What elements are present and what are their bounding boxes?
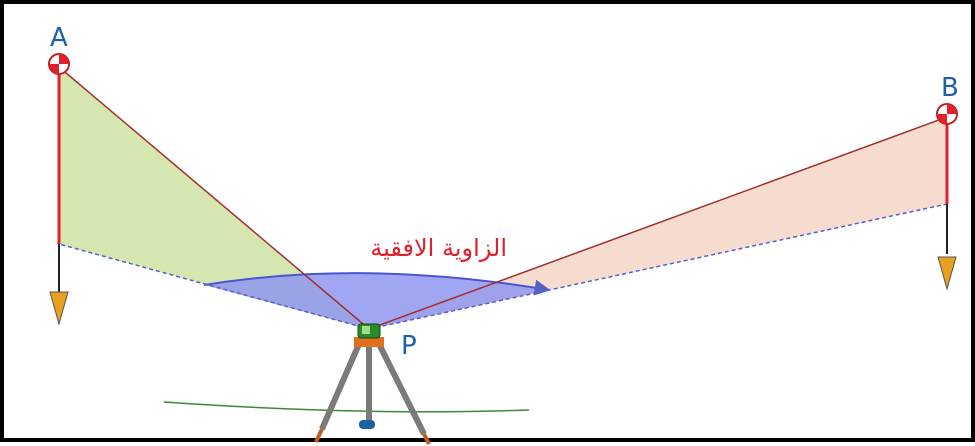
ground-line	[163, 401, 530, 413]
horizontal-line-pb	[368, 203, 948, 330]
horizontal-angle-title: الزاوية الافقية	[370, 234, 507, 262]
horizontal-angle-sector	[204, 273, 549, 329]
theodolite-tripod-icon	[314, 323, 431, 445]
horizontal-line-pa	[58, 243, 370, 330]
point-b-label: B	[941, 73, 959, 103]
point-p-label: P	[401, 331, 417, 361]
plumb-bob-a-icon	[49, 291, 69, 326]
horizontal-angle-diagram: A B P الزاوية الافقية	[48, 23, 959, 445]
sight-line-pb	[368, 116, 948, 330]
point-a-label: A	[50, 23, 68, 53]
horizontal-angle-arc	[203, 272, 551, 296]
plumb-bob-b-icon	[937, 256, 957, 291]
target-b-icon	[936, 103, 958, 125]
target-a-icon	[48, 53, 70, 75]
sight-line-pa	[58, 66, 370, 330]
